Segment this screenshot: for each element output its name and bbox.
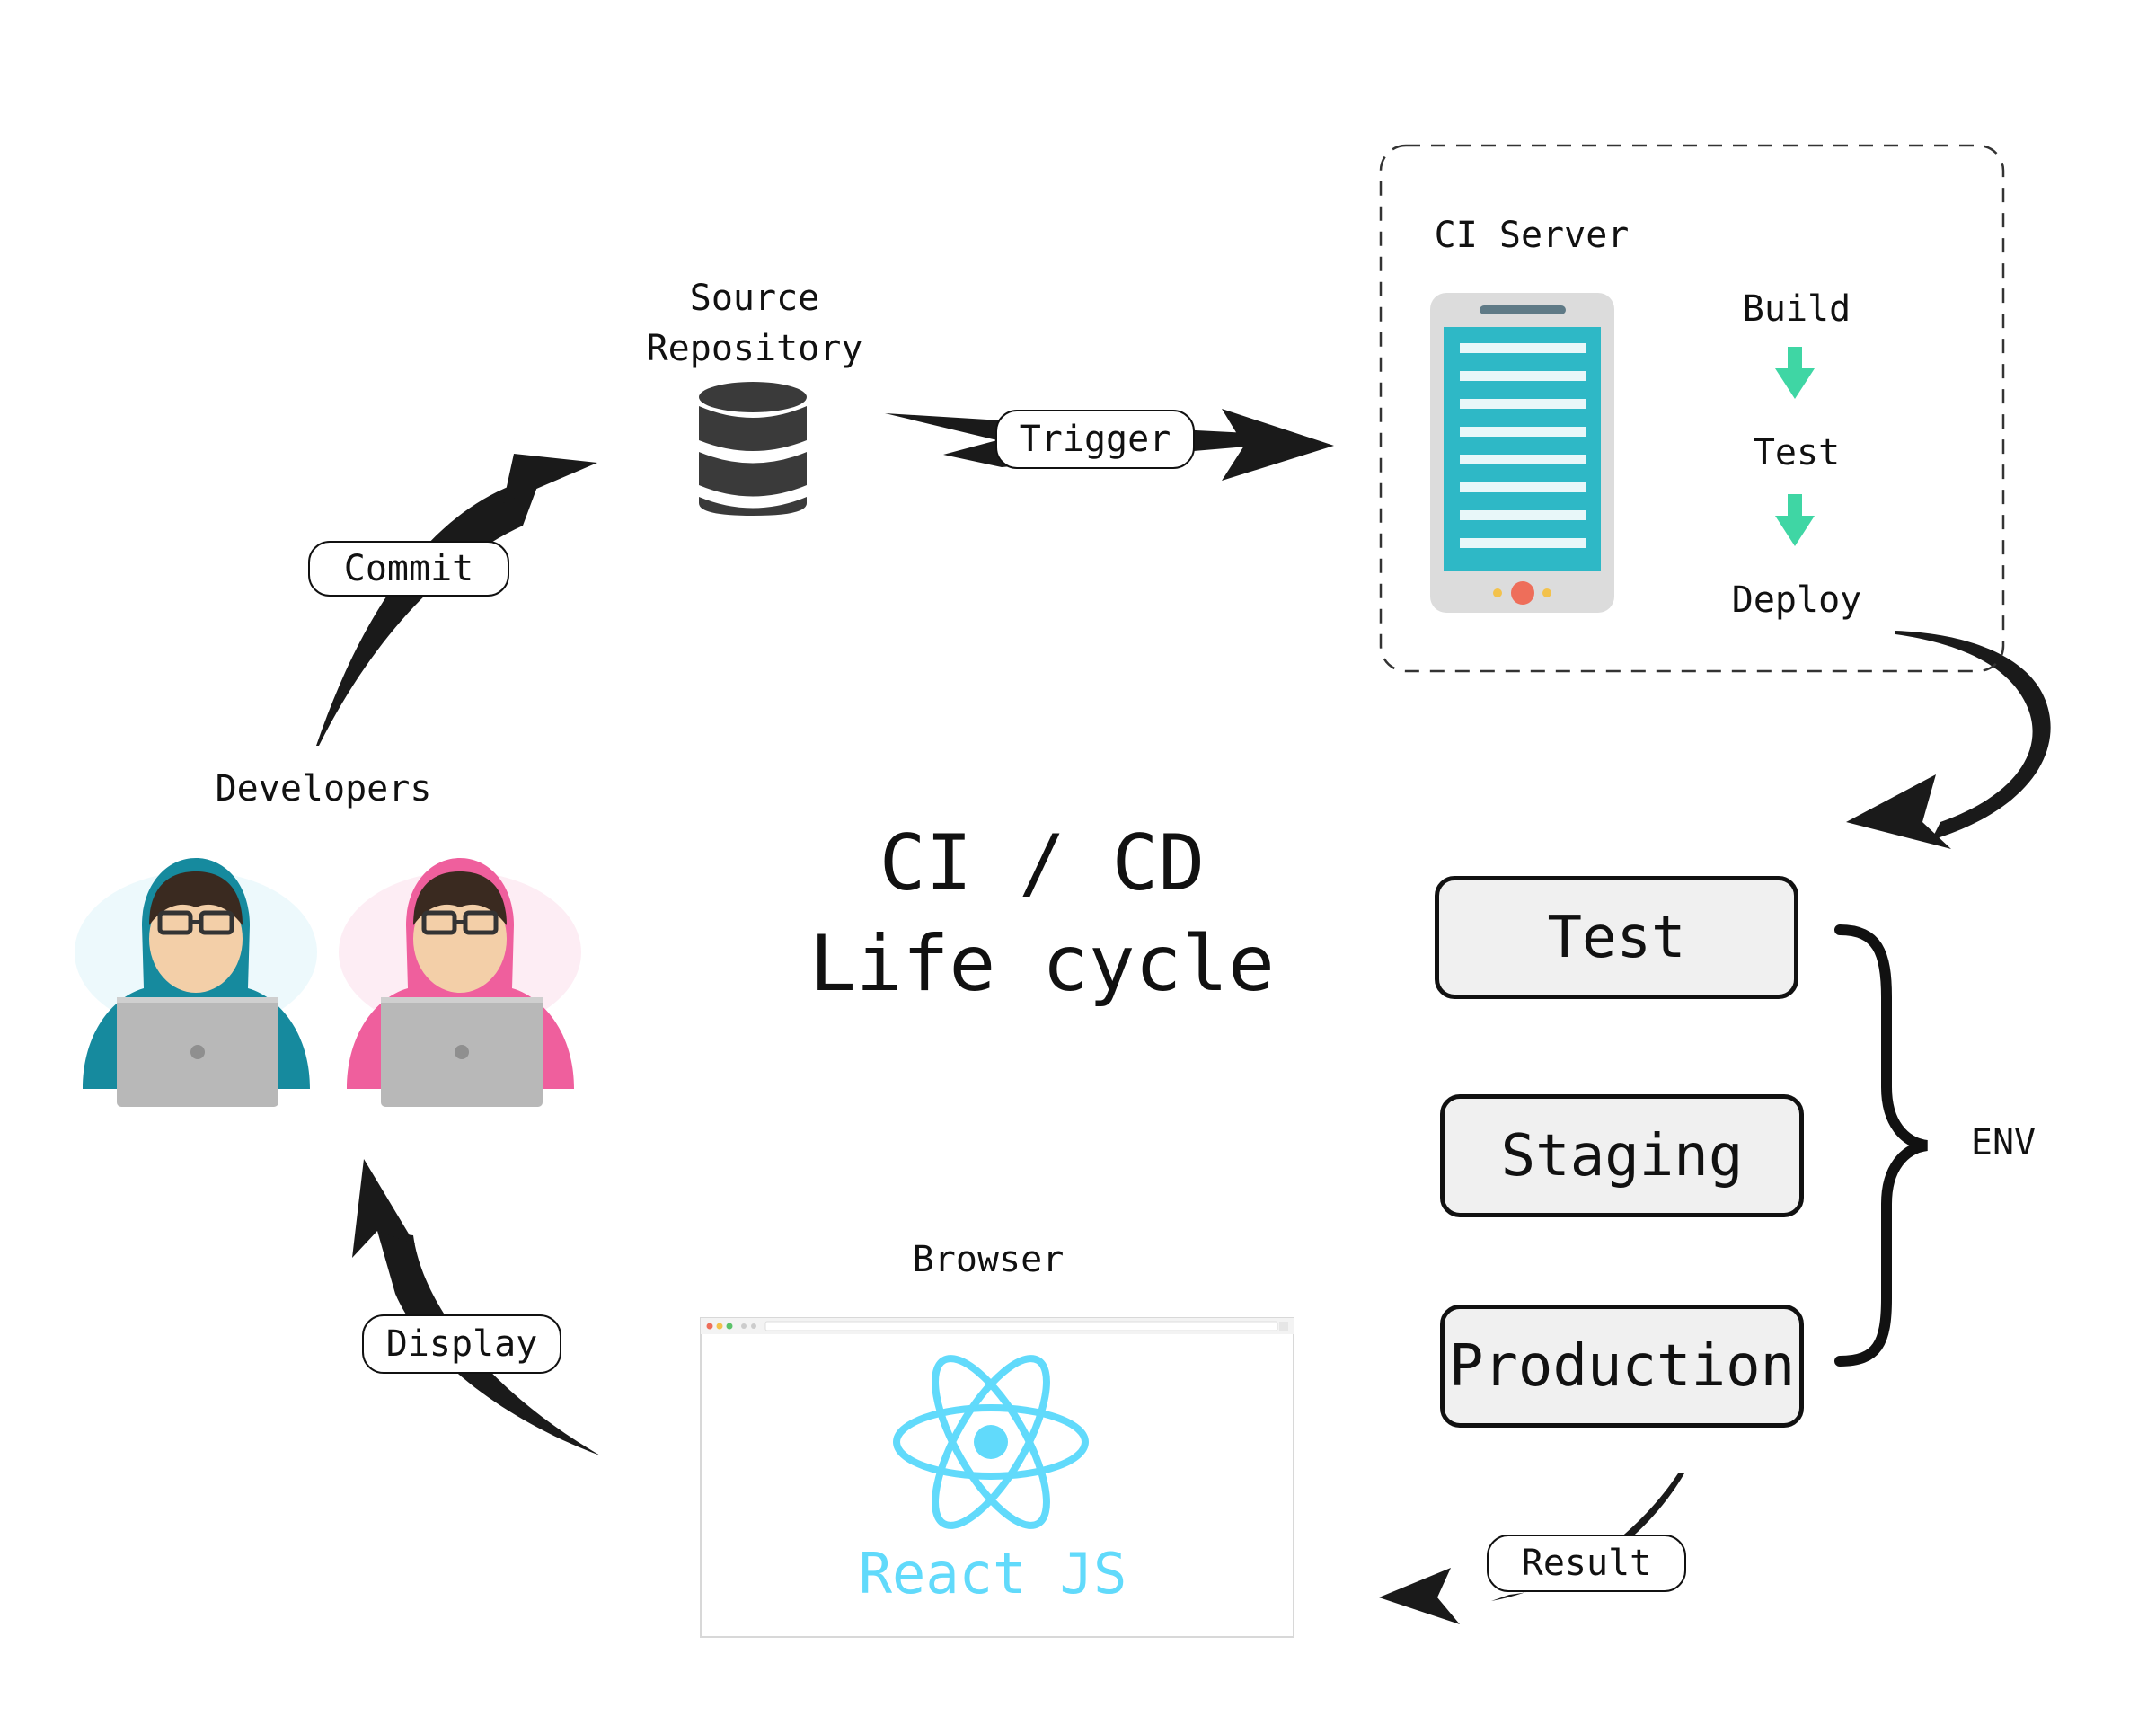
env-test-box: Test xyxy=(1435,876,1798,999)
display-arrow xyxy=(352,1159,600,1455)
source-repo-label-line-2: Repository xyxy=(646,328,863,369)
step-test-label: Test xyxy=(1753,432,1841,473)
developer-avatar-pink xyxy=(339,858,581,1107)
title-line-1: CI / CD xyxy=(879,818,1206,908)
ci-server-container xyxy=(1379,144,2005,673)
env-staging-box: Staging xyxy=(1440,1094,1804,1217)
ci-server-label: CI Server xyxy=(1434,215,1630,256)
env-brace xyxy=(1834,924,1929,1367)
browser-label: Browser xyxy=(912,1239,1065,1280)
env-group-label: ENV xyxy=(1970,1122,2037,1163)
test-to-deploy-arrow-icon xyxy=(1775,494,1815,546)
react-js-label: React JS xyxy=(858,1541,1127,1606)
diagram-title: CI / CD Life cycle xyxy=(791,813,1294,1014)
server-device-icon xyxy=(1430,293,1614,613)
display-pill: Display xyxy=(362,1314,561,1374)
developers-label: Developers xyxy=(215,768,432,809)
source-repo-label-line-1: Source xyxy=(689,278,820,319)
database-icon xyxy=(699,382,807,516)
deploy-arrow xyxy=(1846,631,2051,849)
source-repo-label: Source Repository xyxy=(620,273,889,374)
react-logo-icon xyxy=(893,1355,1089,1529)
trigger-pill: Trigger xyxy=(995,410,1195,469)
step-deploy-label: Deploy xyxy=(1731,579,1862,621)
build-to-test-arrow-icon xyxy=(1775,347,1815,399)
commit-arrow xyxy=(316,454,597,746)
commit-pill: Commit xyxy=(308,541,509,597)
result-arrow xyxy=(1379,1473,1684,1624)
result-pill: Result xyxy=(1487,1535,1686,1592)
title-line-2: Life cycle xyxy=(809,919,1275,1009)
developer-avatar-teal xyxy=(75,858,317,1107)
step-build-label: Build xyxy=(1742,288,1851,330)
env-production-box: Production xyxy=(1440,1305,1804,1428)
